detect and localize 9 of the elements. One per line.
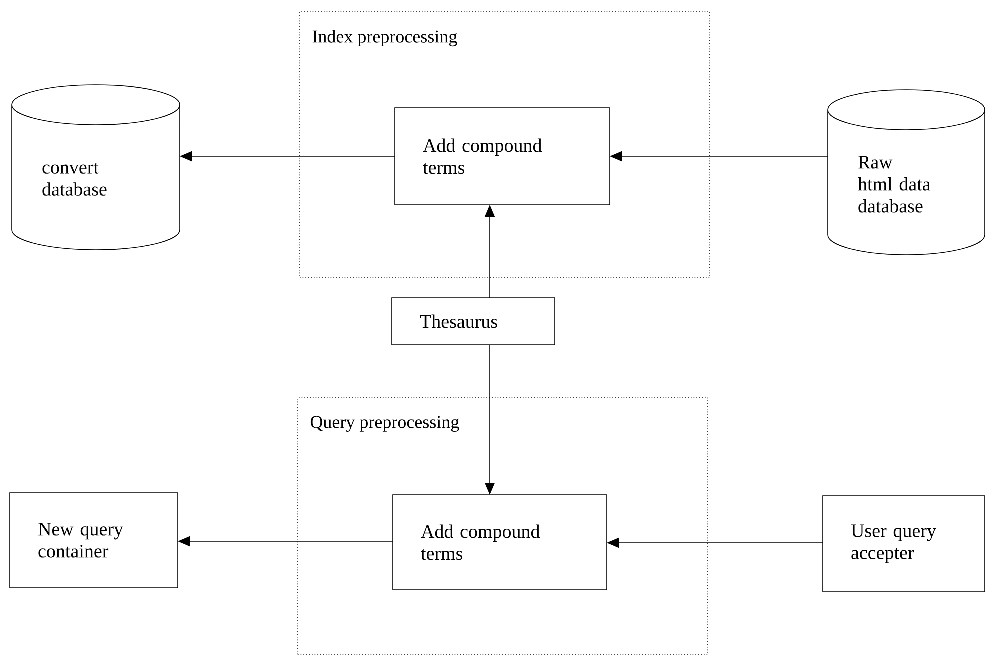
database-cylinder: Raw html data database bbox=[828, 90, 986, 256]
process-box: Add compound terms bbox=[392, 494, 608, 590]
group-heading: Query preprocessing bbox=[310, 416, 460, 432]
process-box: New query container bbox=[10, 492, 178, 588]
group-heading: Index preprocessing bbox=[312, 30, 458, 47]
process-box: Thesaurus bbox=[392, 298, 556, 346]
process-box: Add compound terms bbox=[394, 108, 610, 206]
database-cylinder: convert database bbox=[12, 84, 180, 250]
process-box: User query accepter bbox=[822, 496, 986, 592]
